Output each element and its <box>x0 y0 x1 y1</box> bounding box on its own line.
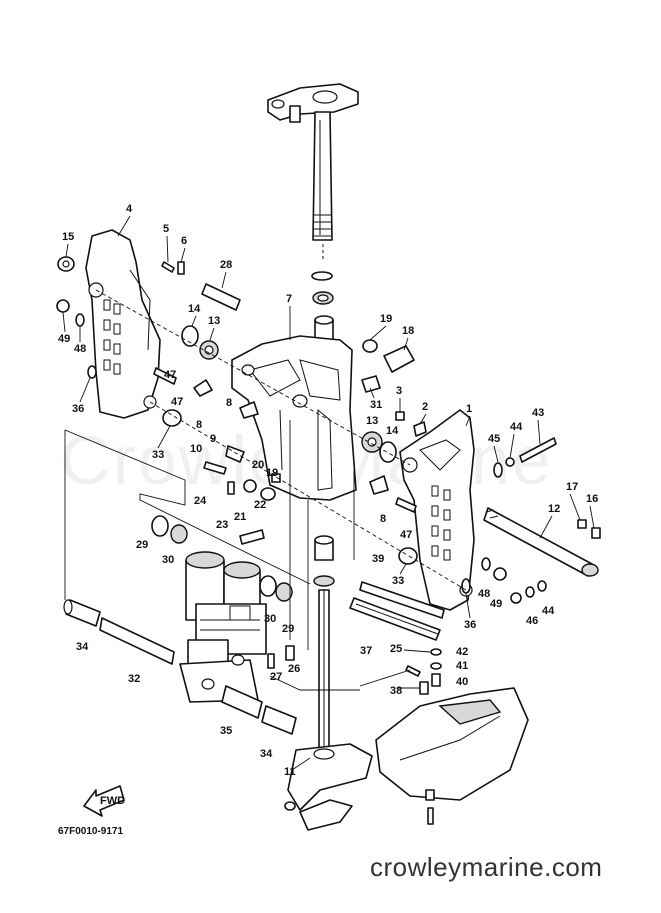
left-clamp-bracket <box>85 229 161 419</box>
callout-labels: 4 5 6 15 28 7 14 13 49 48 36 47 47 8 8 3… <box>58 203 598 778</box>
callout-35: 35 <box>220 725 232 737</box>
callout-9: 9 <box>210 433 216 445</box>
callout-8-mid: 8 <box>226 397 232 409</box>
swivel-bracket <box>231 335 357 501</box>
callout-44-top: 44 <box>510 421 523 433</box>
callout-5: 5 <box>163 223 169 235</box>
callout-40: 40 <box>456 676 468 688</box>
shaft-bushing-stack <box>311 271 335 366</box>
callout-46: 46 <box>526 615 538 627</box>
callout-1: 1 <box>466 403 472 415</box>
callout-30-left: 30 <box>162 554 174 566</box>
callout-32: 32 <box>128 673 140 685</box>
callout-13-right: 13 <box>366 415 378 427</box>
callout-48-left: 48 <box>74 343 86 355</box>
callout-34-left: 34 <box>76 641 89 653</box>
callout-11: 11 <box>284 766 296 778</box>
lower-mount-housing <box>287 743 373 831</box>
power-trim-tilt-unit <box>179 551 267 703</box>
callout-16: 16 <box>586 493 598 505</box>
callout-2: 2 <box>422 401 428 413</box>
callout-20: 20 <box>252 459 264 471</box>
callout-13-left: 13 <box>208 315 220 327</box>
callout-33-right: 33 <box>392 575 404 587</box>
callout-29-right: 29 <box>282 623 294 635</box>
callout-8-left: 8 <box>196 419 202 431</box>
callout-47-left-b: 47 <box>171 396 183 408</box>
bushing-34-left <box>63 599 101 627</box>
callout-21: 21 <box>234 511 246 523</box>
callout-43: 43 <box>532 407 544 419</box>
callout-29-left: 29 <box>136 539 148 551</box>
callout-6: 6 <box>181 235 187 247</box>
callout-8-right: 8 <box>380 513 386 525</box>
callout-24: 24 <box>194 495 207 507</box>
callout-49-left: 49 <box>58 333 70 345</box>
callout-15: 15 <box>62 231 74 243</box>
callout-25: 25 <box>390 643 402 655</box>
callout-19-mid: 19 <box>266 467 278 479</box>
callout-39: 39 <box>372 553 384 565</box>
callout-30-right: 30 <box>264 613 276 625</box>
callout-12: 12 <box>548 503 560 515</box>
callout-45: 45 <box>488 433 500 445</box>
bushing-34-right <box>261 705 297 735</box>
callout-4: 4 <box>126 203 133 215</box>
callout-27: 27 <box>270 671 282 683</box>
callout-42: 42 <box>456 646 468 658</box>
trim-plate-37 <box>349 597 441 641</box>
callout-47-left: 47 <box>164 369 176 381</box>
callout-36-right: 36 <box>464 619 476 631</box>
tilt-pin-12 <box>483 507 599 577</box>
callout-34-right: 34 <box>260 748 273 760</box>
callout-18: 18 <box>402 325 414 337</box>
callout-3: 3 <box>396 385 402 397</box>
callout-leaders <box>62 215 595 771</box>
callout-23: 23 <box>216 519 228 531</box>
callout-28: 28 <box>220 259 232 271</box>
callout-10: 10 <box>190 443 202 455</box>
callout-14-right: 14 <box>386 425 399 437</box>
callout-44-right: 44 <box>542 605 555 617</box>
callout-47-right: 47 <box>400 529 412 541</box>
callout-37: 37 <box>360 645 372 657</box>
site-url-watermark: crowleymarine.com <box>370 852 603 882</box>
callout-36-left: 36 <box>72 403 84 415</box>
steering-arm <box>267 83 359 123</box>
lower-casing <box>375 687 529 801</box>
lower-steering-shaft <box>313 535 335 751</box>
callout-22: 22 <box>254 499 266 511</box>
callout-48-right: 48 <box>478 588 490 600</box>
callout-26: 26 <box>288 663 300 675</box>
forward-direction-arrow: FWD <box>83 785 125 817</box>
hardware <box>56 256 601 825</box>
steering-shaft <box>312 111 333 241</box>
bushing-35 <box>221 685 263 719</box>
tilt-tube-32 <box>99 617 175 665</box>
callout-19-top: 19 <box>380 313 392 325</box>
callout-41: 41 <box>456 660 468 672</box>
callout-38: 38 <box>390 685 402 697</box>
fwd-label: FWD <box>100 795 125 807</box>
diagram-part-code: 67F0010-9171 <box>58 826 124 837</box>
callout-49-right: 49 <box>490 598 502 610</box>
callout-31: 31 <box>370 399 382 411</box>
trim-plate-39 <box>359 581 445 619</box>
callout-7: 7 <box>286 293 292 305</box>
guide-lines <box>64 289 467 691</box>
callout-17: 17 <box>566 481 578 493</box>
callout-33-left: 33 <box>152 449 164 461</box>
callout-14-left: 14 <box>188 303 201 315</box>
